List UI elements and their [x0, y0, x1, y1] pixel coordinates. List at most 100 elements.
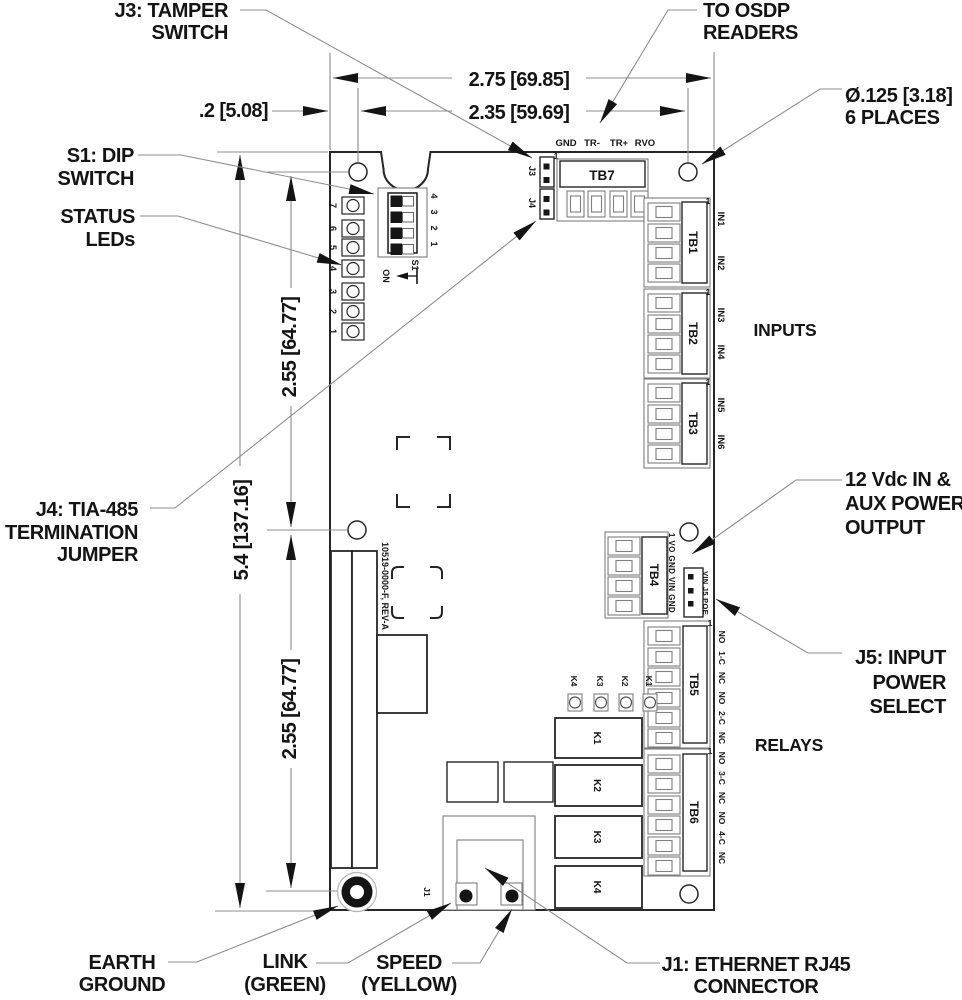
dip-position-3: 3	[429, 209, 439, 214]
edge-connector	[330, 550, 428, 869]
callout-hole-note-line2: 6 PLACES	[845, 107, 940, 129]
callout-ethernet-line2: CONNECTOR	[694, 976, 820, 998]
callout-termination-line1: J4: TIA-485	[36, 499, 139, 521]
callout-ethernet-line1: J1: ETHERNET RJ45	[662, 954, 851, 976]
j1-label: J1	[422, 887, 432, 897]
callout-osdp-line1: TO OSDP	[703, 0, 790, 22]
earth-ground-lug	[336, 871, 378, 913]
relay-k2-label: K2	[591, 779, 602, 792]
dip-position-2: 2	[429, 225, 439, 230]
mounting-hole-top-left	[348, 162, 368, 182]
input-pin-labels: IN1 IN2 IN3 IN4 IN5 IN6	[715, 212, 726, 450]
tb7-terminal: TB7 GND TR- TR+ RVO	[555, 138, 655, 222]
relays-section-label: RELAYS	[755, 735, 823, 755]
on-direction-arrow	[396, 268, 418, 284]
contact-4c: 4-C	[717, 831, 727, 845]
relay-led-bank: K4 K3 K2 K1	[567, 676, 658, 712]
speed-led	[505, 889, 519, 903]
callout-osdp-line2: READERS	[703, 22, 798, 44]
led-number-1: 1	[328, 329, 338, 334]
contact-nc-3: NC	[717, 792, 727, 804]
tb6-terminal: TB6 1	[643, 746, 713, 877]
dim-width-holes: 2.35 [59.69]	[469, 102, 570, 124]
component-outline-lower	[391, 566, 443, 619]
status-led-bank: 7 6 5 4 3 2 1	[328, 196, 365, 341]
j5-pin-labels: VIN J5 POE	[701, 571, 710, 615]
in2-label: IN2	[715, 256, 726, 271]
mounting-hole-mid-left	[347, 520, 367, 540]
tb7-pin-rvo: RVO	[635, 138, 655, 149]
callout-status-line2: LEDs	[85, 229, 135, 251]
j3-tamper-header: J3 1	[527, 151, 567, 188]
s1-label: S1	[410, 259, 420, 270]
led-number-7: 7	[328, 203, 338, 208]
callout-link-line1: LINK	[262, 951, 308, 973]
led-number-3: 3	[328, 289, 338, 294]
tb6-label: TB6	[687, 801, 701, 824]
tb2-label: TB2	[686, 322, 700, 345]
mounting-hole-mid-right	[679, 522, 699, 542]
tb2-pin1-marker: 1	[706, 287, 711, 297]
k4-led-label: K4	[569, 676, 579, 687]
on-label: ON	[381, 269, 391, 283]
tb7-pin-tr-plus: TR+	[610, 138, 629, 149]
relay-k1-label: K1	[591, 732, 602, 745]
tb4-terminal: TB4 1 VO GND VIN GND	[604, 531, 676, 619]
in5-label: IN5	[715, 398, 726, 414]
tb4-label: TB4	[647, 564, 661, 587]
contact-nc-1: NC	[717, 672, 727, 684]
tb7-pin-gnd: GND	[555, 138, 576, 149]
j5-power-select-header: VIN J5 POE	[683, 567, 710, 618]
dim-height-upper: 2.55 [64.77]	[279, 297, 301, 398]
capacitor-outlines	[446, 761, 554, 803]
tb6-pin1-marker: 1	[708, 746, 713, 756]
tb2-terminal: TB2 1	[643, 287, 711, 379]
part-number: 10519-0000-F, REV-A	[380, 542, 390, 631]
tb1-label: TB1	[686, 231, 700, 254]
dip-position-1: 1	[429, 241, 439, 246]
tb3-pin1-marker: 1	[706, 377, 711, 387]
callout-tamper-line2: SWITCH	[152, 22, 228, 44]
k3-led-label: K3	[595, 676, 605, 687]
callout-aux-power-line3: OUTPUT	[845, 517, 925, 539]
inputs-section-label: INPUTS	[754, 320, 817, 340]
callout-leaders	[138, 9, 842, 964]
in6-label: IN6	[715, 435, 726, 450]
in1-label: IN1	[715, 212, 726, 228]
component-outline-upper	[396, 436, 451, 508]
callout-dip-line1: S1: DIP	[67, 145, 134, 167]
tb3-terminal: TB3 1	[643, 377, 711, 469]
in4-label: IN4	[715, 345, 726, 361]
relay-k3: K3	[554, 815, 643, 859]
relay-k2: K2	[554, 764, 643, 807]
tb4-pin-labels: 1 VO GND VIN GND	[667, 533, 676, 613]
k2-led-label: K2	[620, 676, 630, 687]
mounting-hole-bottom-right	[679, 884, 699, 904]
relay-k3-label: K3	[591, 831, 602, 844]
callout-aux-power-line2: AUX POWER	[845, 493, 962, 515]
led-number-4: 4	[328, 266, 338, 271]
callout-termination-line3: JUMPER	[57, 544, 139, 566]
dim-height-lower: 2.55 [64.77]	[279, 659, 301, 760]
tb5-pin1-marker: 1	[708, 618, 713, 628]
link-led	[459, 889, 473, 903]
callout-hole-note-line1: Ø.125 [3.18]	[845, 85, 953, 107]
contact-no-1: NO	[717, 631, 727, 644]
callout-dip-line2: SWITCH	[58, 168, 134, 190]
tb3-label: TB3	[686, 412, 700, 435]
dip-switch-s1: 4 3 2 1 S1 ON	[377, 187, 439, 284]
callout-power-select-line3: SELECT	[870, 696, 947, 718]
k1-led-label: K1	[644, 676, 654, 687]
tb5-terminal: TB5 1	[643, 618, 713, 749]
callout-power-select-line1: J5: INPUT	[855, 647, 946, 669]
callout-termination-line2: TERMINATION	[5, 522, 138, 544]
j3-label: J3	[527, 166, 537, 176]
callout-earth-line1: EARTH	[89, 952, 156, 974]
mounting-hole-top-right	[678, 162, 698, 182]
tb1-pin1-marker: 1	[706, 196, 711, 206]
j4-label: J4	[527, 198, 537, 208]
callout-aux-power-line1: 12 Vdc IN &	[845, 469, 951, 491]
j3-pin1-marker: 1	[554, 151, 559, 161]
contact-nc-4: NC	[717, 852, 727, 864]
